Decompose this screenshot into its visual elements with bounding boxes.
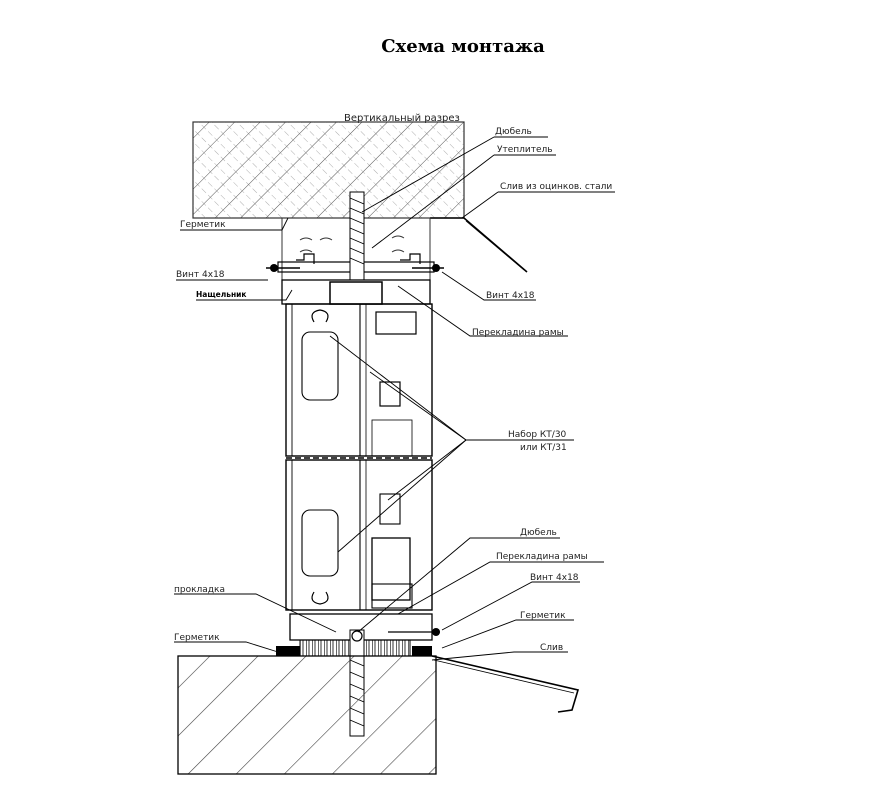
label-sealant-top: Герметик: [180, 220, 226, 230]
label-screw-right-top: Винт 4х18: [486, 291, 535, 301]
label-dowel-top: Дюбель: [495, 127, 532, 137]
bottom-drip-flashing: [431, 655, 580, 713]
lower-panel: [285, 459, 433, 611]
label-sealant-bottom: Герметик: [174, 633, 220, 643]
label-frame-crossbar-top: Перекладина рамы: [472, 328, 564, 338]
page-title: Схема монтажа: [381, 36, 545, 57]
label-screw-left: Винт 4х18: [176, 270, 225, 280]
label-frame-crossbar-bottom: Перекладина рамы: [496, 552, 588, 562]
leader-lines: [174, 136, 615, 661]
label-drip-top: Слив из оцинков. стали: [500, 182, 612, 192]
label-dowel-bottom: Дюбель: [520, 528, 557, 538]
label-sealant-right: Герметик: [520, 611, 566, 621]
label-screw-right-bottom: Винт 4х18: [530, 573, 579, 583]
upper-panel: [285, 303, 433, 457]
top-dowel: [349, 191, 365, 281]
label-insulation: Утеплитель: [497, 145, 553, 155]
top-drip-flashing: [430, 217, 528, 273]
bottom-wall: [177, 655, 437, 775]
section-title: Вертикальный разрез: [344, 113, 460, 124]
label-drip-bottom: Слив: [540, 643, 563, 653]
top-wall: [192, 121, 465, 219]
label-gasket: прокладка: [174, 585, 225, 595]
label-kit-line1: Набор КТ/30: [508, 430, 567, 440]
label-cover-strip: Нащельник: [196, 290, 246, 299]
label-kit-line2: или КТ/31: [520, 443, 567, 453]
